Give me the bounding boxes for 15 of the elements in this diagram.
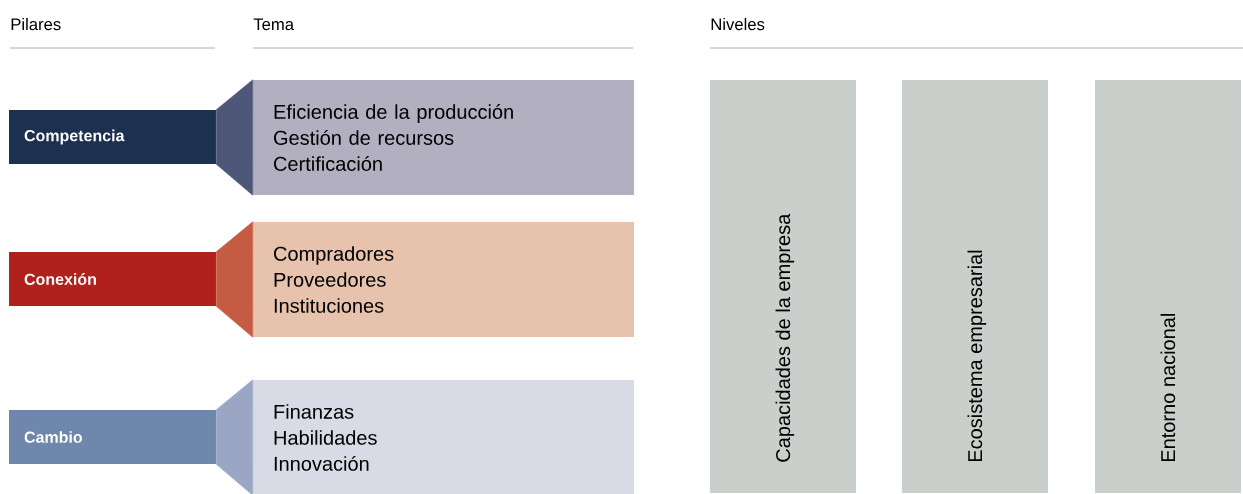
funnel-connector — [216, 79, 253, 196]
topic-box: Eficiencia de la producción Gestión de recursos Certificación — [253, 80, 634, 195]
funnel-connector — [216, 379, 253, 494]
column-header: Pilares — [11, 17, 61, 31]
pillar-box: Cambio — [9, 410, 216, 464]
pillar-box: Competencia — [9, 110, 216, 164]
topic-box: Compradores Proveedores Instituciones — [253, 222, 634, 337]
funnel-connector — [216, 221, 253, 338]
level-bar: Capacidades de la empresa — [710, 80, 856, 493]
column-header: Tema — [253, 18, 295, 31]
topic-box: Finanzas Habilidades Innovación — [253, 380, 634, 494]
level-bar: Ecosistema empresarial — [902, 80, 1048, 493]
column-header: Niveles — [711, 17, 765, 31]
pillar-box: Conexión — [9, 252, 216, 306]
level-bar: Entorno nacional — [1095, 80, 1241, 493]
